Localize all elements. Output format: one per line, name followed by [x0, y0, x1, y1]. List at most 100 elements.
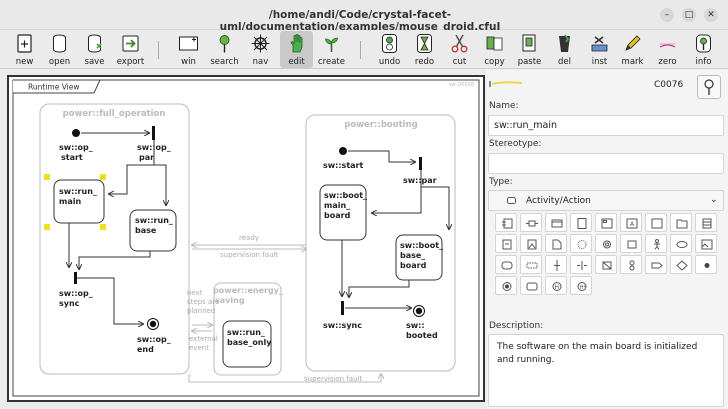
initial-node[interactable] — [339, 147, 347, 155]
new-button[interactable]: new — [8, 31, 41, 68]
info-button[interactable]: info — [687, 31, 720, 68]
type-option-icon — [577, 261, 587, 270]
type-option[interactable] — [620, 255, 642, 274]
name-field[interactable]: sw::run_main — [488, 115, 724, 136]
type-option[interactable] — [645, 255, 667, 274]
save-button[interactable]: save — [78, 31, 111, 68]
type-option[interactable] — [545, 234, 567, 253]
type-option[interactable]: H — [545, 276, 567, 295]
type-option-icon — [526, 262, 538, 269]
win-button[interactable]: win — [172, 31, 205, 68]
state-boot-base-board[interactable] — [395, 234, 443, 281]
search-button[interactable]: search — [208, 31, 241, 68]
state-run-main-label: sw::run_main — [59, 187, 97, 206]
type-option[interactable] — [520, 213, 542, 232]
copy-button[interactable]: copy — [478, 31, 511, 68]
type-option-icon — [552, 239, 562, 250]
transition[interactable] — [153, 140, 166, 205]
transition[interactable] — [79, 251, 151, 269]
transition[interactable] — [349, 280, 410, 297]
type-option[interactable] — [670, 255, 692, 274]
paste-label: paste — [517, 57, 542, 67]
type-option[interactable] — [520, 255, 542, 274]
selection-handle[interactable] — [100, 174, 106, 180]
fork-bar[interactable] — [419, 157, 422, 170]
state-run-base[interactable] — [129, 209, 177, 252]
type-option[interactable] — [495, 255, 517, 274]
selection-handle[interactable] — [44, 224, 50, 230]
zero-button[interactable]: zero — [651, 31, 684, 68]
open-label: open — [48, 57, 71, 67]
close-icon[interactable]: ✕ — [704, 8, 718, 22]
paste-button[interactable]: paste — [513, 31, 546, 68]
create-button[interactable]: create — [315, 31, 348, 68]
type-option[interactable] — [695, 213, 717, 232]
description-field[interactable]: The software on the main board is initia… — [488, 334, 724, 407]
type-option[interactable] — [520, 276, 542, 295]
cut-button[interactable]: cut — [443, 31, 476, 68]
type-option[interactable]: A — [620, 213, 642, 232]
fork-bar[interactable] — [152, 126, 155, 140]
type-option[interactable] — [595, 213, 617, 232]
undo-button[interactable]: undo — [373, 31, 406, 68]
del-button[interactable]: del — [548, 31, 581, 68]
type-option[interactable] — [670, 213, 692, 232]
open-button[interactable]: open — [43, 31, 76, 68]
redo-label: redo — [414, 57, 435, 67]
inst-button[interactable]: inst — [583, 31, 616, 68]
diagram-tab[interactable] — [13, 79, 101, 94]
state-run-base-only[interactable] — [222, 320, 272, 368]
type-option[interactable] — [645, 213, 667, 232]
transition-supervision-fault-2[interactable] — [188, 374, 381, 383]
type-dropdown[interactable]: Activity/Action ⌄ — [488, 190, 724, 211]
type-option[interactable] — [545, 255, 567, 274]
container-booting[interactable] — [305, 114, 456, 372]
container-full-operation[interactable] — [39, 103, 190, 375]
maximize-icon[interactable]: □ — [682, 8, 696, 22]
export-button[interactable]: export — [114, 31, 147, 68]
type-option[interactable] — [545, 213, 567, 232]
type-option[interactable] — [520, 234, 542, 253]
redo-button[interactable]: redo — [408, 31, 441, 68]
label-supervision-fault-1: supervision fault — [220, 251, 278, 259]
type-option[interactable] — [670, 234, 692, 253]
selection-handle[interactable] — [44, 174, 50, 180]
type-option[interactable] — [570, 234, 592, 253]
search-id-button[interactable] — [697, 75, 721, 99]
type-option[interactable] — [595, 255, 617, 274]
final-node-dot — [415, 307, 423, 315]
stereotype-field[interactable] — [488, 153, 724, 174]
type-option[interactable] — [645, 234, 667, 253]
transition[interactable] — [348, 150, 415, 162]
type-option[interactable] — [495, 276, 517, 295]
type-option-icon — [527, 239, 537, 250]
state-boot-main-board[interactable] — [319, 184, 367, 241]
type-option[interactable] — [620, 234, 642, 253]
transition[interactable] — [77, 277, 143, 324]
type-option[interactable] — [595, 234, 617, 253]
info-label: info — [695, 57, 712, 67]
type-option[interactable] — [695, 255, 717, 274]
type-option[interactable] — [570, 255, 592, 274]
type-option-icon — [603, 240, 611, 249]
type-option[interactable] — [570, 213, 592, 232]
type-option-icon — [676, 241, 688, 248]
type-option[interactable] — [495, 213, 517, 232]
state-run-main[interactable] — [53, 179, 105, 224]
join-bar[interactable] — [74, 272, 77, 284]
type-option[interactable] — [695, 234, 717, 253]
transition[interactable] — [420, 170, 449, 229]
initial-node[interactable] — [72, 129, 80, 137]
edit-button[interactable]: edit — [280, 31, 313, 68]
type-option[interactable]: H* — [570, 276, 592, 295]
join-bar[interactable] — [341, 301, 344, 315]
type-option[interactable] — [495, 234, 517, 253]
selection-handle[interactable] — [100, 224, 106, 230]
minimize-icon[interactable]: – — [660, 8, 674, 22]
type-option-icon — [627, 240, 637, 249]
mark-button[interactable]: mark — [616, 31, 649, 68]
nav-button[interactable]: nav — [244, 31, 277, 68]
diagram-canvas[interactable]: Runtime View sw-D0028 power::full_operat… — [9, 77, 483, 400]
save-icon — [88, 34, 102, 53]
container-energy-saving[interactable] — [213, 282, 282, 376]
